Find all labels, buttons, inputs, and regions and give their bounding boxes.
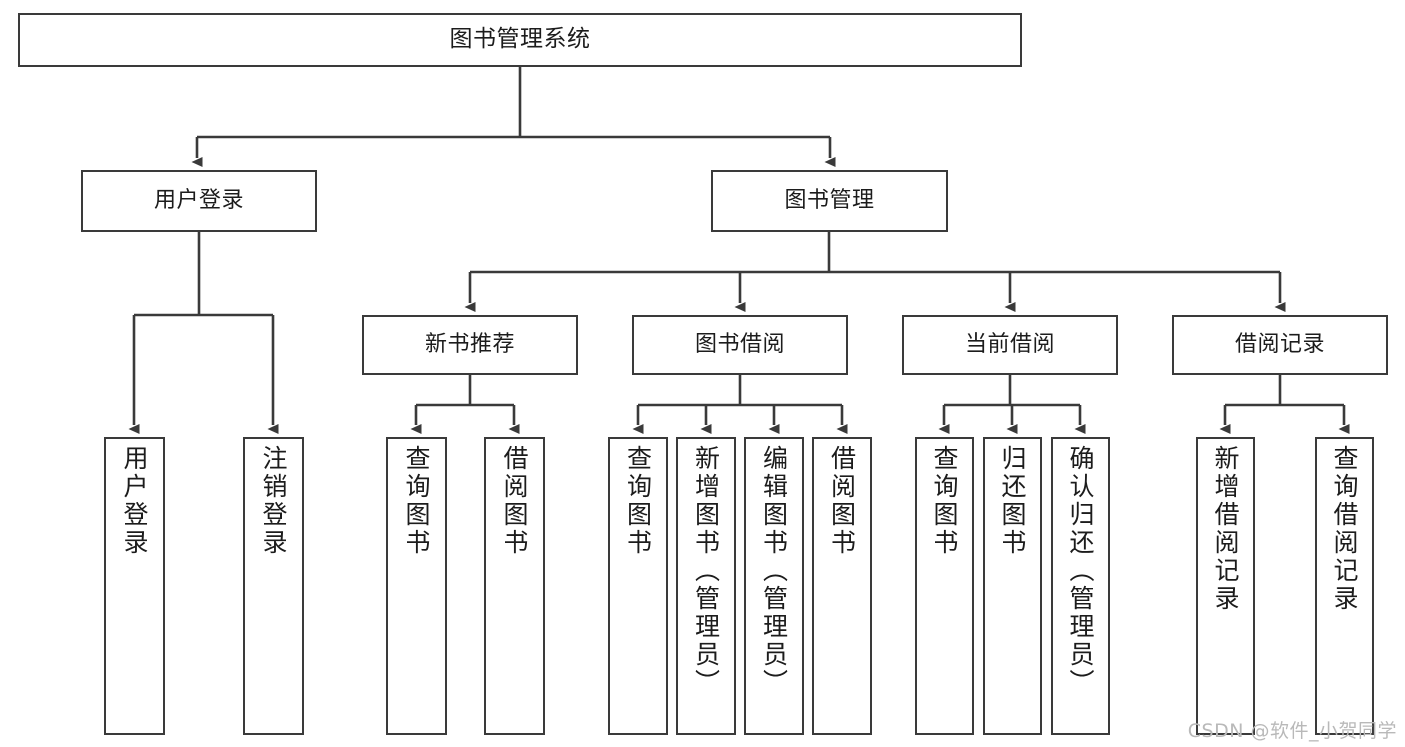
node-book-borrow[interactable]: 图书借阅 — [632, 315, 848, 375]
node-label: 用户登录 — [153, 188, 244, 214]
node-label: 借阅图书 — [500, 445, 529, 557]
node-label: 归还图书 — [998, 445, 1027, 557]
node-leaf-borrow-book[interactable]: 借阅图书 — [812, 437, 872, 735]
node-label: 新书推荐 — [424, 332, 515, 358]
node-label: 图书借阅 — [694, 332, 785, 358]
node-leaf-logout[interactable]: 注销登录 — [243, 437, 304, 735]
node-book-management[interactable]: 图书管理 — [711, 170, 948, 232]
node-label: 新增借阅记录 — [1211, 445, 1240, 613]
node-new-book-recommend[interactable]: 新书推荐 — [362, 315, 578, 375]
node-label: 新增图书（管理员） — [691, 445, 721, 697]
node-leaf-borrow-books-rec[interactable]: 借阅图书 — [484, 437, 545, 735]
node-leaf-return-book[interactable]: 归还图书 — [983, 437, 1042, 735]
node-borrow-records[interactable]: 借阅记录 — [1172, 315, 1388, 375]
node-label: 查询图书 — [402, 445, 431, 557]
node-label: 当前借阅 — [964, 332, 1055, 358]
node-label: 图书管理系统 — [449, 26, 591, 53]
node-label: 查询借阅记录 — [1330, 445, 1359, 613]
node-current-borrow[interactable]: 当前借阅 — [902, 315, 1118, 375]
node-leaf-query-books-borrow[interactable]: 查询图书 — [608, 437, 668, 735]
node-label: 注销登录 — [259, 445, 288, 557]
node-leaf-confirm-return-admin[interactable]: 确认归还（管理员） — [1051, 437, 1110, 735]
node-leaf-edit-book-admin[interactable]: 编辑图书（管理员） — [744, 437, 804, 735]
node-label: 查询图书 — [930, 445, 959, 557]
node-label: 借阅图书 — [827, 445, 857, 557]
node-leaf-add-borrow-record[interactable]: 新增借阅记录 — [1196, 437, 1255, 735]
node-label: 借阅记录 — [1234, 332, 1325, 358]
node-label: 图书管理 — [784, 188, 875, 214]
node-leaf-user-login[interactable]: 用户登录 — [104, 437, 165, 735]
node-label: 用户登录 — [120, 445, 149, 557]
node-leaf-query-borrow-record[interactable]: 查询借阅记录 — [1315, 437, 1374, 735]
node-label: 查询图书 — [623, 445, 653, 557]
node-user-login[interactable]: 用户登录 — [81, 170, 317, 232]
node-label: 编辑图书（管理员） — [759, 445, 789, 697]
watermark-text: CSDN @软件_小贺同学 — [1187, 720, 1397, 742]
node-label: 确认归还（管理员） — [1066, 445, 1095, 697]
node-root[interactable]: 图书管理系统 — [18, 13, 1022, 67]
node-leaf-query-books-current[interactable]: 查询图书 — [915, 437, 974, 735]
node-leaf-query-books-rec[interactable]: 查询图书 — [386, 437, 447, 735]
node-leaf-add-book-admin[interactable]: 新增图书（管理员） — [676, 437, 736, 735]
